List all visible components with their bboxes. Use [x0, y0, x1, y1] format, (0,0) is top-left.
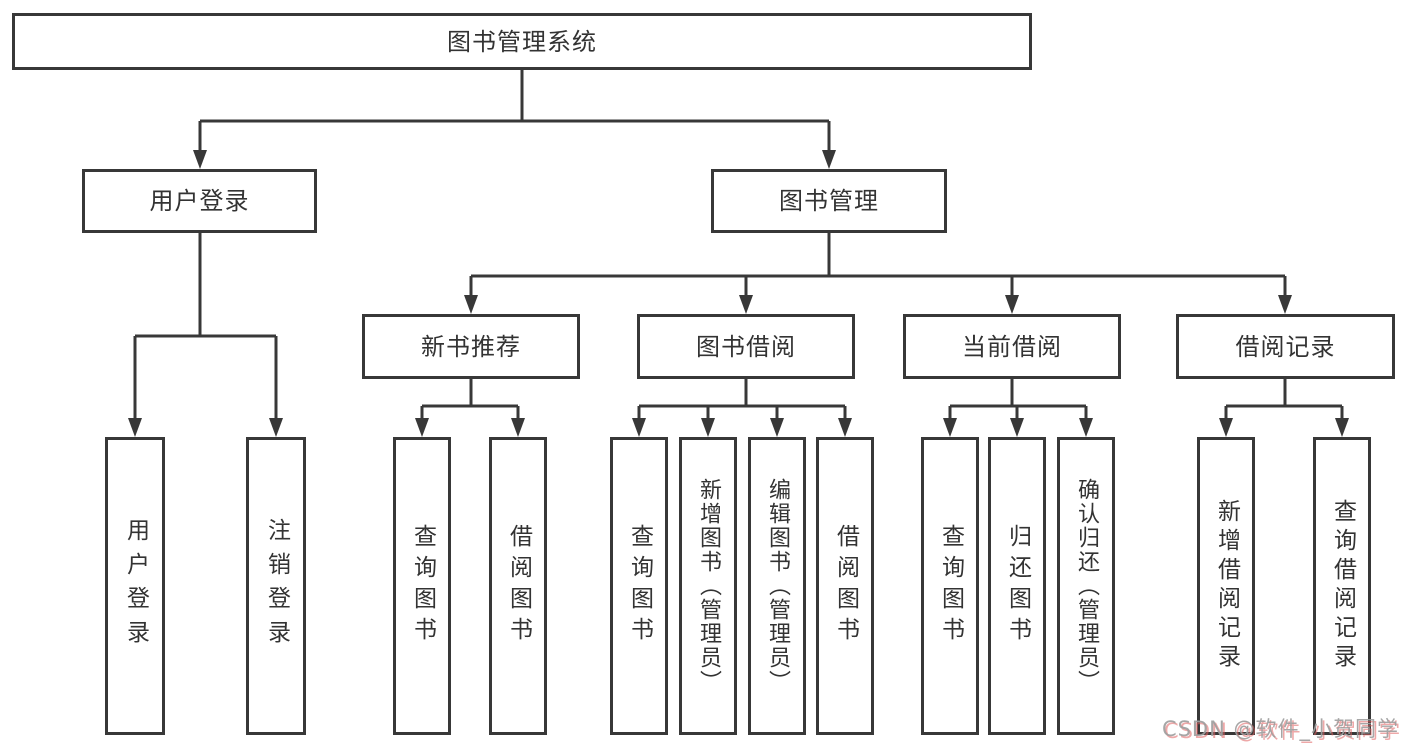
arrow-down-icon — [1278, 295, 1292, 314]
leaf-current-return-books: 归还图书 — [988, 437, 1046, 735]
node-book-borrowing: 图书借阅 — [637, 314, 855, 379]
node-current-borrowing: 当前借阅 — [903, 314, 1121, 379]
leaf-borrow-edit-books-admin: 编辑图书（管理员） — [748, 437, 806, 735]
node-borrowing-records: 借阅记录 — [1176, 314, 1395, 379]
arrow-down-icon — [822, 150, 836, 169]
leaf-recommend-query-books: 查询图书 — [393, 437, 451, 735]
arrow-down-icon — [1219, 418, 1233, 437]
arrow-down-icon — [1010, 418, 1024, 437]
leaf-current-confirm-return-admin: 确认归还（管理员） — [1057, 437, 1115, 735]
arrow-down-icon — [770, 418, 784, 437]
csdn-watermark: CSDN @软件_小贺同学 — [1161, 717, 1399, 741]
leaf-logout: 注销登录 — [246, 437, 306, 735]
arrow-down-icon — [739, 295, 753, 314]
arrow-down-icon — [701, 418, 715, 437]
leaf-borrow-add-books-admin: 新增图书（管理员） — [679, 437, 737, 735]
leaf-user-login: 用户登录 — [105, 437, 165, 735]
leaf-borrow-query-books: 查询图书 — [610, 437, 668, 735]
arrow-down-icon — [128, 418, 142, 437]
arrowheads — [128, 150, 1349, 437]
node-book-management: 图书管理 — [711, 169, 947, 233]
leaf-borrow-borrow-books: 借阅图书 — [816, 437, 874, 735]
connector-paths — [133, 70, 1344, 423]
arrow-down-icon — [943, 418, 957, 437]
arrow-down-icon — [464, 295, 478, 314]
arrow-down-icon — [193, 150, 207, 169]
arrow-down-icon — [1079, 418, 1093, 437]
arrow-down-icon — [838, 418, 852, 437]
leaf-records-query-record: 查询借阅记录 — [1313, 437, 1371, 735]
leaf-records-add-record: 新增借阅记录 — [1197, 437, 1255, 735]
arrow-down-icon — [269, 418, 283, 437]
node-new-book-recommend: 新书推荐 — [362, 314, 580, 379]
arrow-down-icon — [1005, 295, 1019, 314]
arrow-down-icon — [632, 418, 646, 437]
arrow-down-icon — [511, 418, 525, 437]
arrow-down-icon — [1335, 418, 1349, 437]
leaf-current-query-books: 查询图书 — [921, 437, 979, 735]
arrow-down-icon — [415, 418, 429, 437]
leaf-recommend-borrow-books: 借阅图书 — [489, 437, 547, 735]
node-library-management-system: 图书管理系统 — [12, 13, 1032, 70]
node-user-login: 用户登录 — [82, 169, 317, 233]
